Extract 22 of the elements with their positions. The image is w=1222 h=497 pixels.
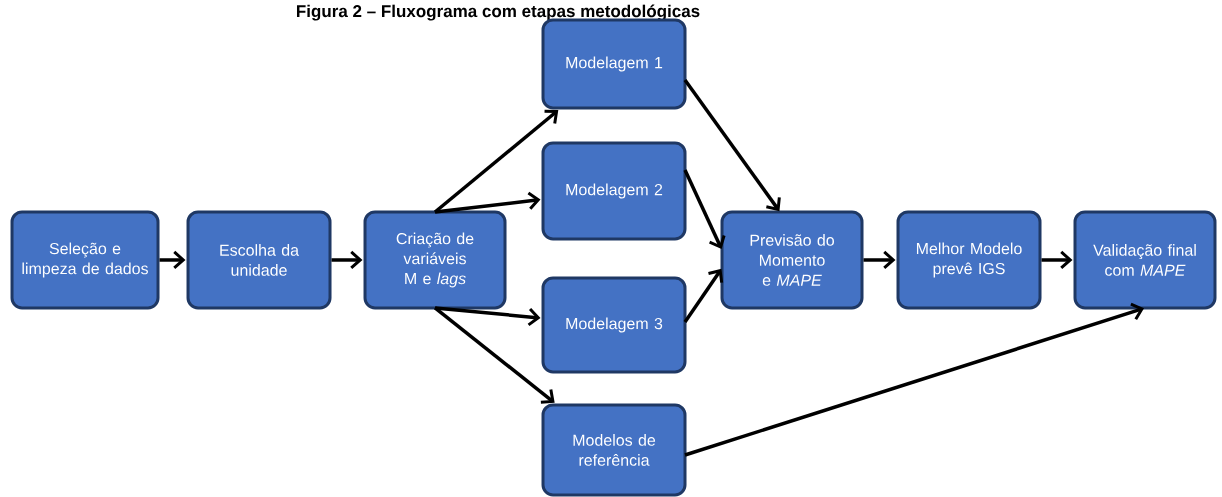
process-box: Validação final com MAPE xyxy=(1073,210,1217,310)
arrow xyxy=(683,169,726,250)
arrow xyxy=(683,268,724,323)
arrow xyxy=(683,78,781,212)
process-box: Criação de variáveis M e lags xyxy=(363,210,507,310)
arrow xyxy=(433,109,559,214)
arrow xyxy=(434,306,541,327)
arrow xyxy=(684,302,1145,457)
title: Figura 2 – Fluxograma com etapas metodológicas xyxy=(297,4,700,21)
process-box: Modelagem 2 xyxy=(541,141,687,241)
process-box: Seleção e limpeza de dados xyxy=(10,210,160,310)
arrow xyxy=(863,250,896,270)
process-box: Modelos de referência xyxy=(541,403,687,497)
arrow xyxy=(433,306,555,404)
arrow xyxy=(159,250,186,270)
arrow xyxy=(1041,250,1073,270)
process-box: Previsão do Momento e MAPE xyxy=(720,210,864,310)
process-box: Modelagem 3 xyxy=(541,276,687,374)
arrow xyxy=(331,250,363,270)
process-box: Melhor Modelo prevê IGS xyxy=(896,210,1042,310)
process-box: Escolha da unidade xyxy=(186,210,332,310)
arrow xyxy=(434,191,541,214)
